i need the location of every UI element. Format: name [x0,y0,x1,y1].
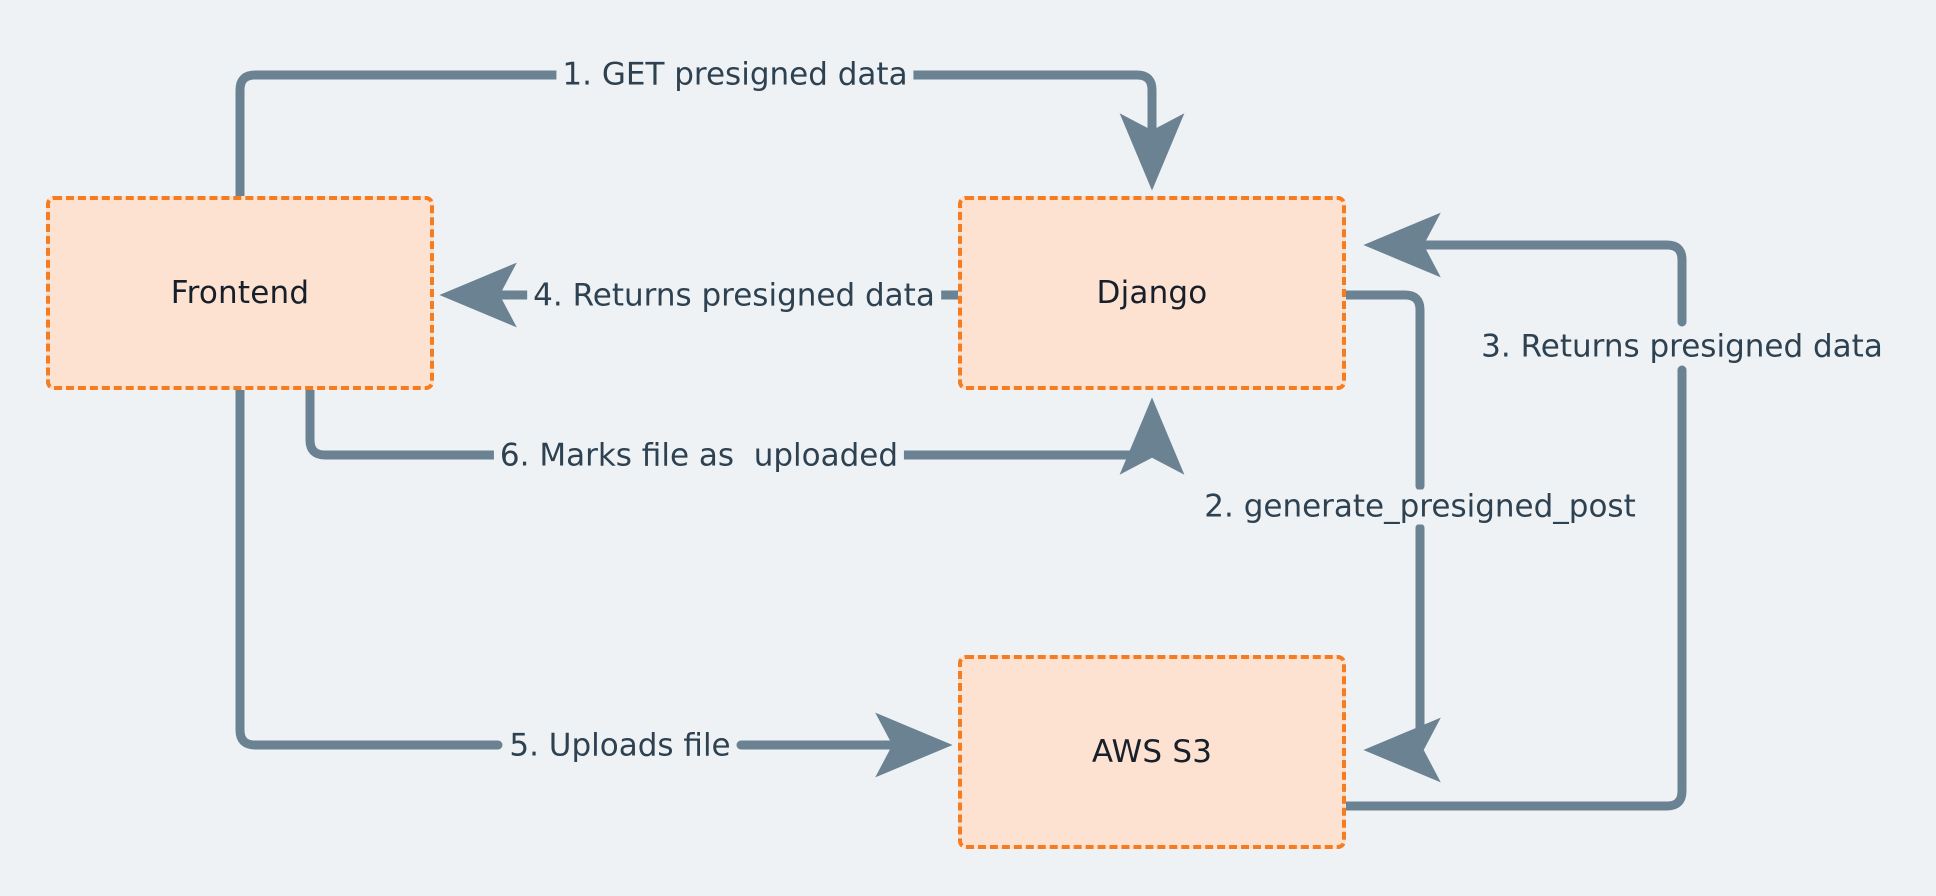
edge-step6-right-segment [897,397,1185,475]
node-aws-s3-label: AWS S3 [1091,734,1213,770]
node-aws-s3[interactable]: AWS S3 [958,655,1346,849]
edge-label-step1: 1. GET presigned data [556,57,914,93]
edge-step2-upper-segment [1341,290,1425,491]
edge-label-step3: 3. Returns presigned data [1475,329,1889,365]
edge-step5-left-segment [235,385,503,750]
edge-step2-lower-segment [1363,523,1441,783]
edge-step1-right-segment [900,70,1185,191]
node-django-label: Django [1096,275,1208,311]
edge-step3-lower-segment [1341,365,1687,811]
node-frontend-label: Frontend [170,275,310,311]
edge-label-step2: 2. generate_presigned_post [1198,489,1642,525]
edge-step3-upper-segment [1363,212,1687,327]
edge-label-step5: 5. Uploads file [503,728,737,764]
edge-step1-left-segment [235,70,570,201]
node-django[interactable]: Django [958,196,1346,390]
node-frontend[interactable]: Frontend [46,196,434,390]
edge-label-step4: 4. Returns presigned data [527,278,941,314]
edge-step6-left-segment [305,385,500,460]
edge-label-step6: 6. Marks file as uploaded [493,438,905,474]
